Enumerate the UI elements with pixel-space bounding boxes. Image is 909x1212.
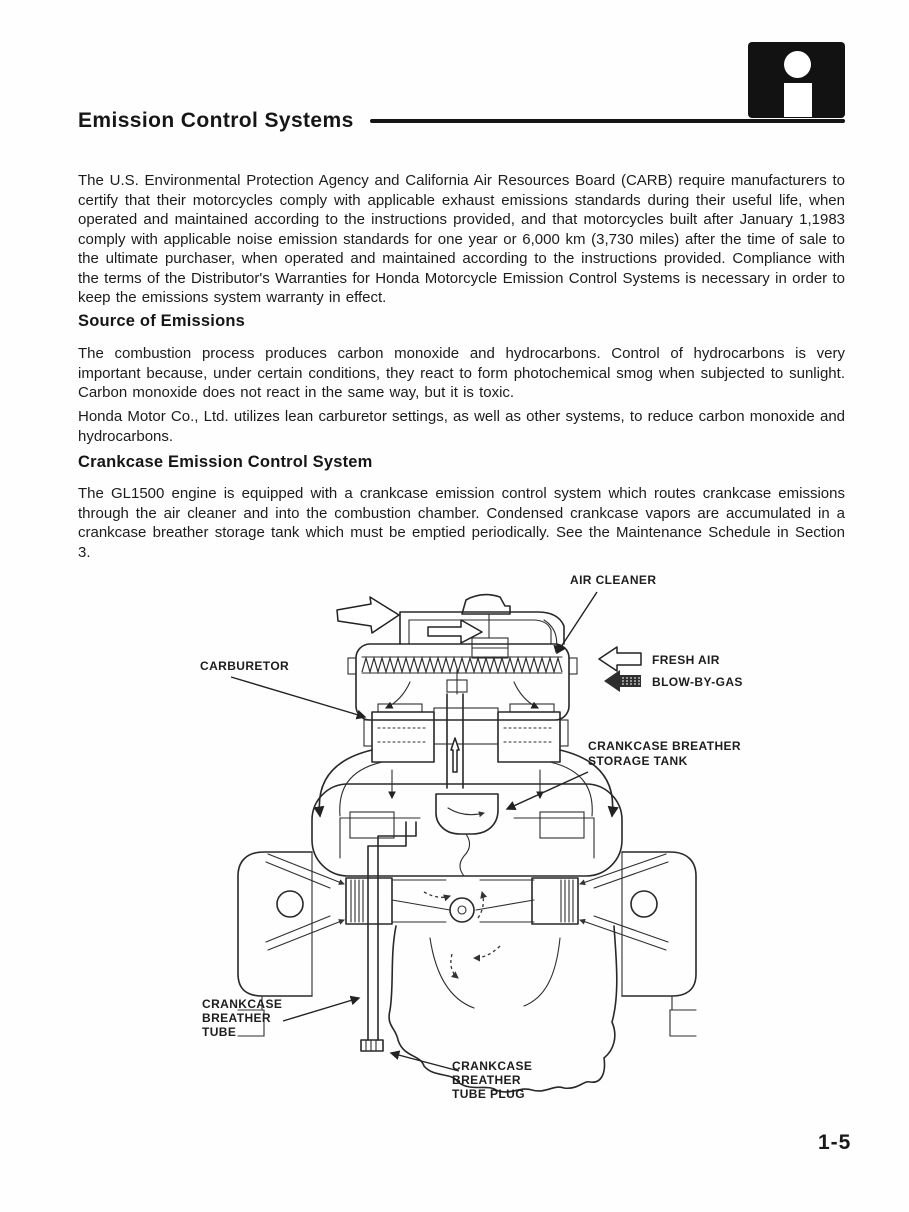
crankcase-paragraph: The GL1500 engine is equipped with a cra…	[78, 485, 845, 561]
leader-arrows	[230, 591, 598, 1072]
page-number: 1-5	[818, 1131, 852, 1154]
page-title: Emission Control Systems	[78, 109, 354, 132]
filter-element-zigzag	[361, 655, 563, 675]
cylinder-piston-drawing	[345, 877, 579, 925]
section-heading-crankcase: Crankcase Emission Control System	[78, 453, 373, 471]
intake-air-arrow	[336, 596, 400, 634]
diagram-label-tube-plug: CRANKCASE BREATHER TUBE PLUG	[452, 1059, 536, 1101]
cylinder-head-drawing	[237, 851, 697, 997]
air-cleaner-drawing	[336, 593, 578, 721]
engine-cross-section-figure: AIR CLEANER CARBURETOR FRESH AIR BLOW-BY…	[0, 558, 909, 1118]
updraft-arrow	[450, 737, 460, 773]
storage-tank-drawing	[435, 793, 499, 877]
diagram-label-carburetor: CARBURETOR	[200, 659, 289, 673]
diagram-label-air-cleaner: AIR CLEANER	[570, 573, 656, 587]
upper-crankcase-drawing	[311, 783, 623, 877]
engine-diagram: AIR CLEANER CARBURETOR FRESH AIR BLOW-BY…	[200, 573, 745, 1101]
fresh-air-arrow-icon	[598, 646, 642, 672]
source-paragraph-2: Honda Motor Co., Ltd. utilizes lean carb…	[78, 408, 845, 445]
source-paragraph-1: The combustion process produces carbon m…	[78, 345, 845, 401]
duct-flow-arrow	[427, 619, 483, 644]
lower-crankcase-drawing	[237, 925, 697, 1093]
title-row: Emission Control Systems	[78, 109, 845, 133]
breather-tube-drawing	[360, 821, 417, 1052]
intake-runner-drawing	[313, 749, 619, 818]
title-rule	[369, 119, 845, 123]
diagram-label-breather-tube: CRANKCASE BREATHER TUBE	[202, 997, 286, 1039]
legend-drawing	[598, 646, 642, 692]
info-icon	[748, 42, 845, 118]
intro-paragraph: The U.S. Environmental Protection Agency…	[78, 172, 845, 306]
info-icon-dot	[784, 51, 811, 78]
info-icon-stem	[784, 83, 812, 117]
carburetor-drawing	[363, 693, 569, 800]
flow-arrow-drawing	[423, 890, 501, 979]
diagram-label-blow-by-gas: BLOW-BY-GAS	[652, 675, 743, 689]
diagram-label-storage-tank: CRANKCASE BREATHER STORAGE TANK	[588, 739, 745, 768]
diagram-label-fresh-air: FRESH AIR	[652, 653, 720, 667]
section-heading-source-of-emissions: Source of Emissions	[78, 312, 246, 330]
